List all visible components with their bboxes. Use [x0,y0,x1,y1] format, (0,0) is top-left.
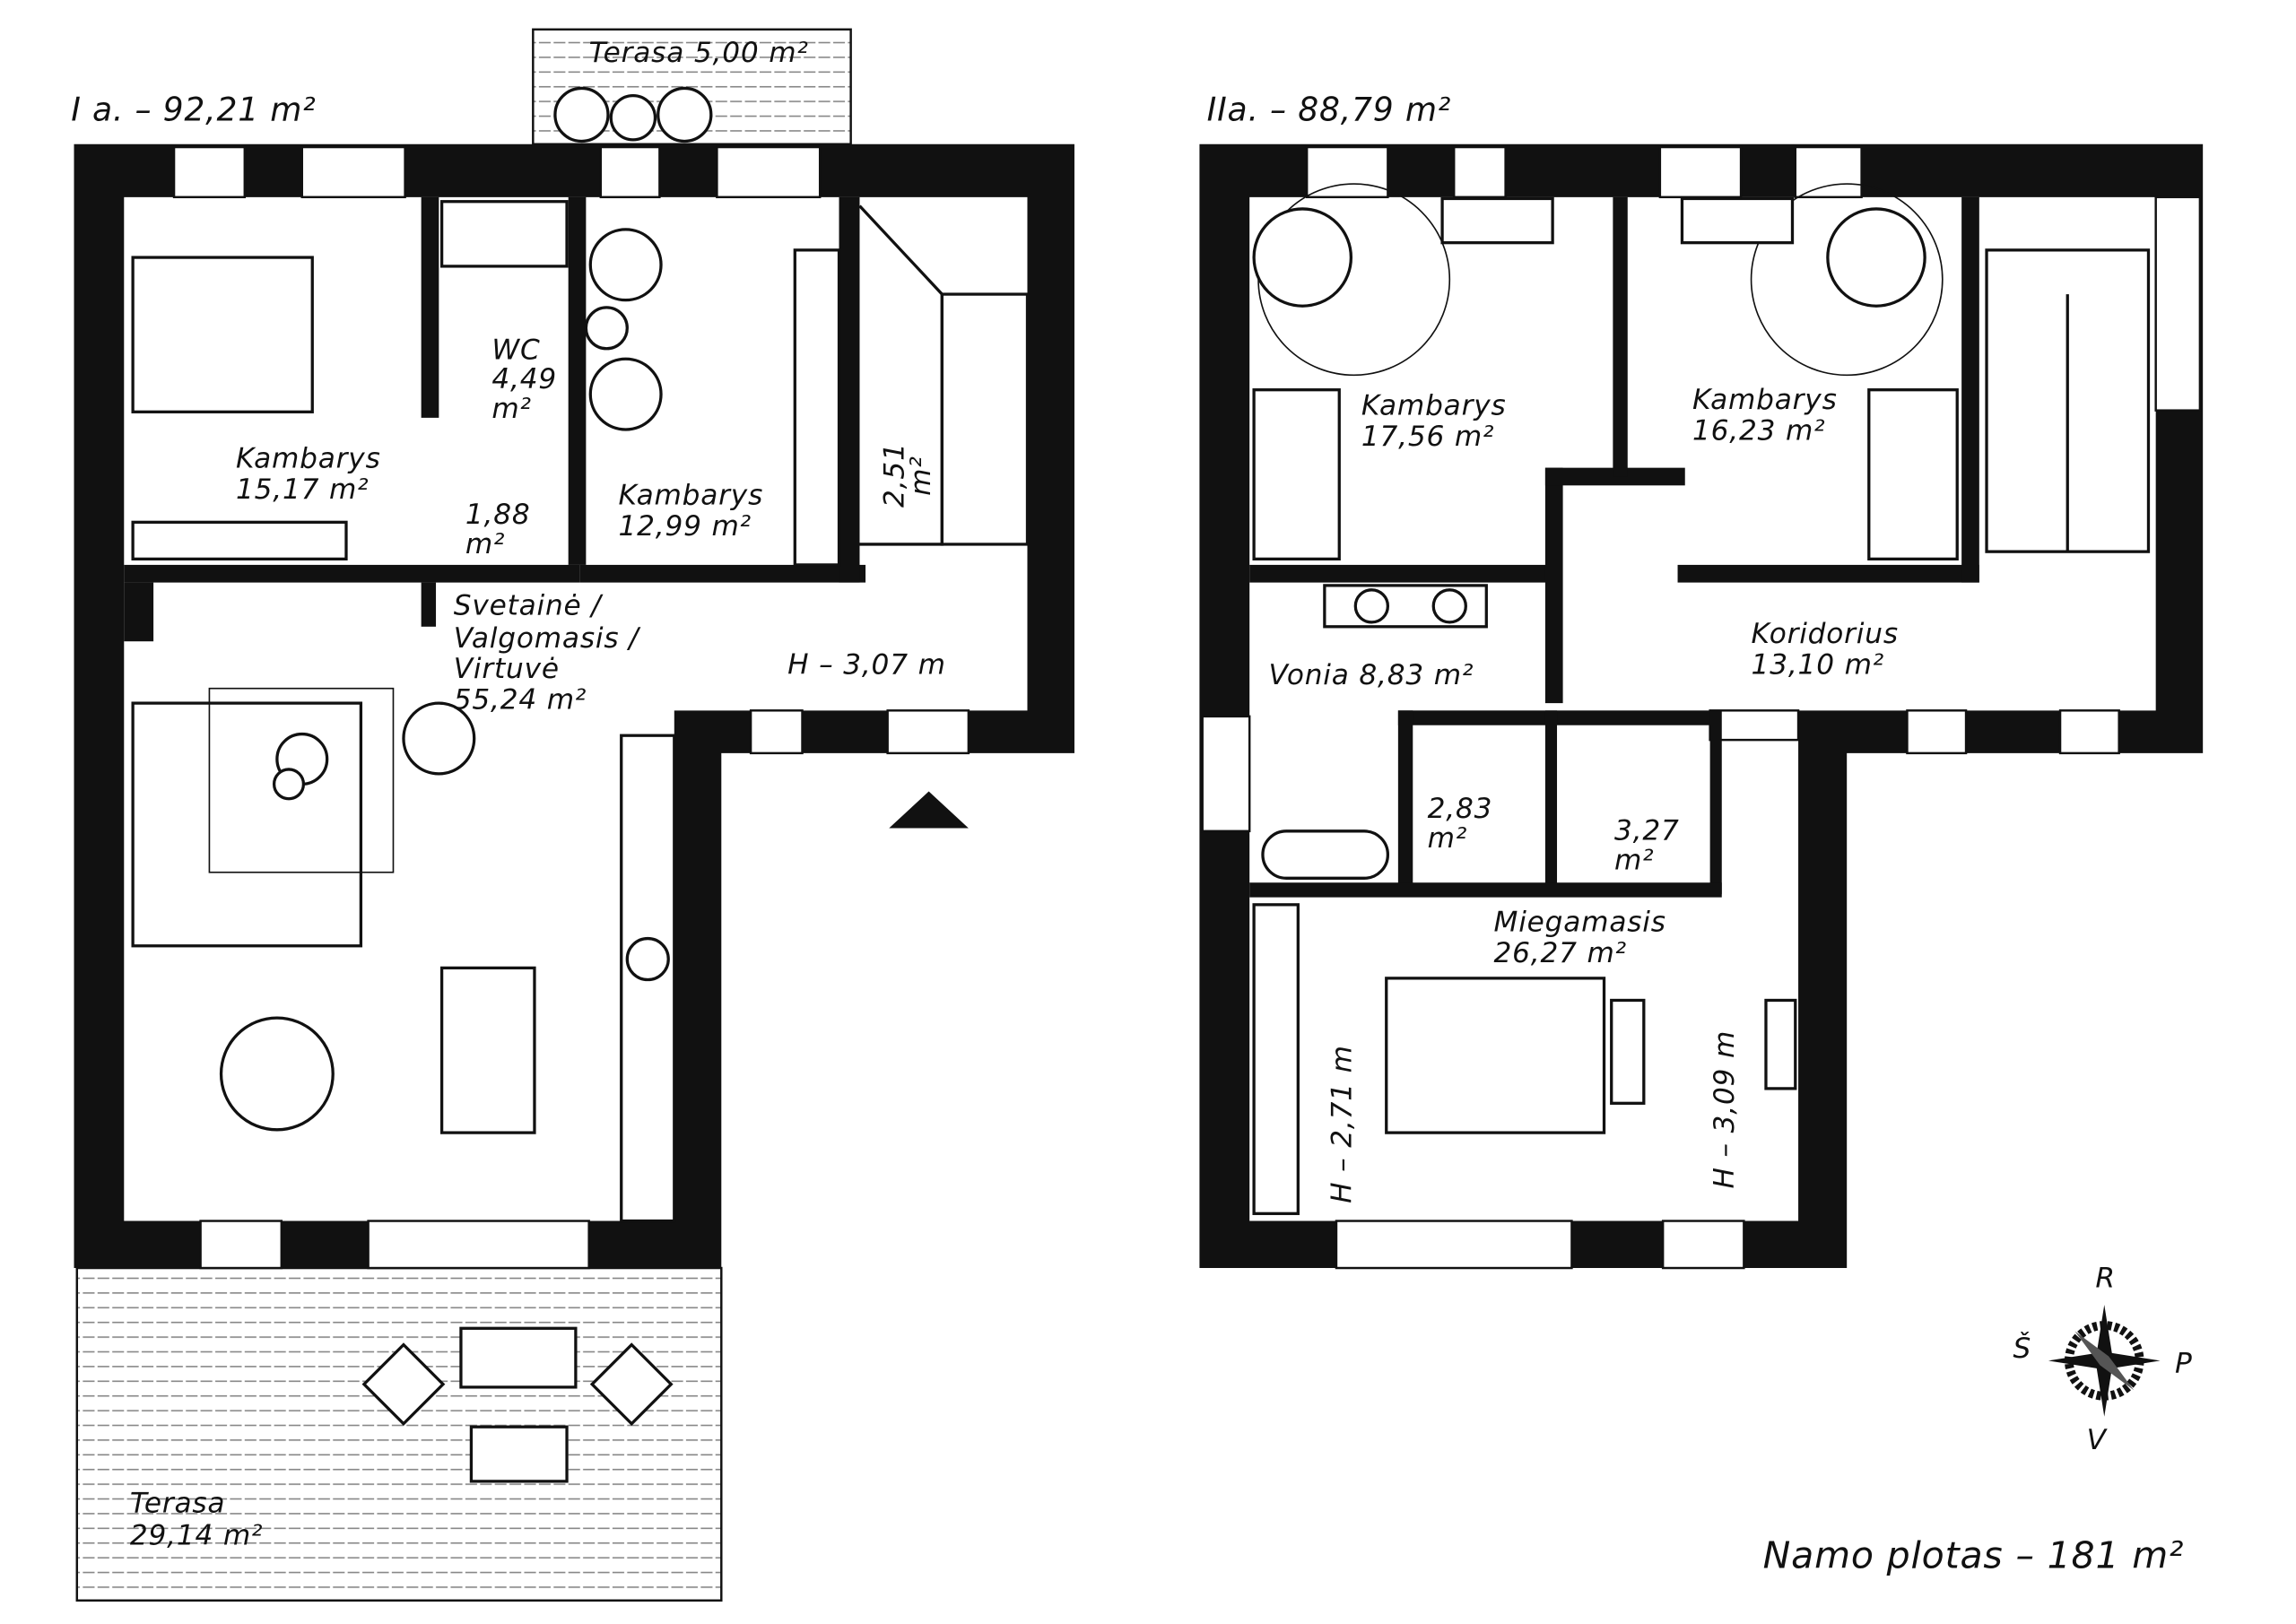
room-area: 3,27 [1614,815,1680,847]
total-area: Namo plotas – 181 m² [1763,1534,2185,1577]
room-unit: m² [1614,844,1654,876]
room-area: 4,49 [491,363,557,395]
room-area: 29,14 m² [130,1519,264,1551]
room-area: 15,17 m² [236,473,370,506]
room-name: Svetainė / [454,590,604,622]
room-area: 13,10 m² [1752,648,1884,681]
room-name: Kambarys [236,443,381,475]
entrance-door[interactable] [886,709,970,755]
window [172,145,247,199]
room-name: Kambarys [618,480,763,512]
bed [131,256,314,413]
floor-2: IIa. – 88,79 m² Kambarys 17,56 m² Kambar… [1199,91,2204,1270]
room-name: Terasa [130,1487,225,1519]
wardrobe [1252,903,1300,1215]
room-area: 12,99 m² [618,510,752,543]
floor-1: I a. – 92,21 m² Terasa 5,00 m² Kambarys … [71,28,1074,1602]
room-area: 1,88 [465,499,531,531]
floor-1-title: I a. – 92,21 m² [71,91,316,129]
room-name: Koridorius [1752,618,1899,650]
rug [208,687,395,873]
window [199,1220,283,1270]
room-name: WC [491,334,540,366]
bathroom-label: Vonia 8,83 m² [1269,659,1474,691]
room-unit: m² [1428,822,1467,855]
room-area: 16,23 m² [1692,414,1825,447]
room-name: Kambarys [1361,390,1507,422]
ceiling-height: H – 3,09 m [1709,1030,1741,1189]
compass-east: P [2175,1347,2193,1379]
compass-south: V [2087,1424,2109,1456]
terrace-bottom [75,1266,723,1602]
outdoor-table [469,1425,569,1483]
terrace-top-label: Terasa 5,00 m² [589,37,809,69]
compass-north: R [2095,1262,2115,1294]
kitchen-island [439,966,536,1134]
window [716,145,822,199]
dining-table [219,1016,335,1132]
room-area: 2,83 [1428,793,1493,825]
terrace-door [367,1220,590,1270]
compass-west: Š [2013,1330,2032,1365]
room-area: 55,24 m² [454,684,587,716]
window [300,145,406,199]
sofa [131,701,363,948]
kitchen-counter [620,734,676,1223]
stairs [940,292,1030,546]
room-name: Miegamasis [1493,906,1665,938]
compass-rose-icon: R Š P V [2013,1262,2193,1456]
entrance-arrow-icon [889,791,969,829]
bed [1385,977,1606,1134]
window [599,145,661,199]
ceiling-height: H – 3,07 m [787,648,946,681]
room-area: 17,56 m² [1361,421,1495,453]
outdoor-sofa [459,1326,578,1389]
room-unit: m² [905,456,937,495]
bathtub [1261,829,1390,880]
wardrobe [793,248,841,567]
ceiling-height: H – 2,71 m [1326,1045,1358,1203]
room-unit: m² [491,393,531,425]
window [749,709,804,755]
room-unit: m² [465,528,505,560]
wardrobe [131,520,348,560]
room-area: 26,27 m² [1493,937,1627,969]
shower [439,200,569,268]
room-name: Kambarys [1692,384,1838,416]
room-area: 2,51 [879,442,911,508]
armchair [402,701,476,776]
floor-2-title: IIa. – 88,79 m² [1207,91,1452,129]
room-name: Virtuvė [454,653,560,685]
room-name: Valgomasis / [454,622,641,655]
